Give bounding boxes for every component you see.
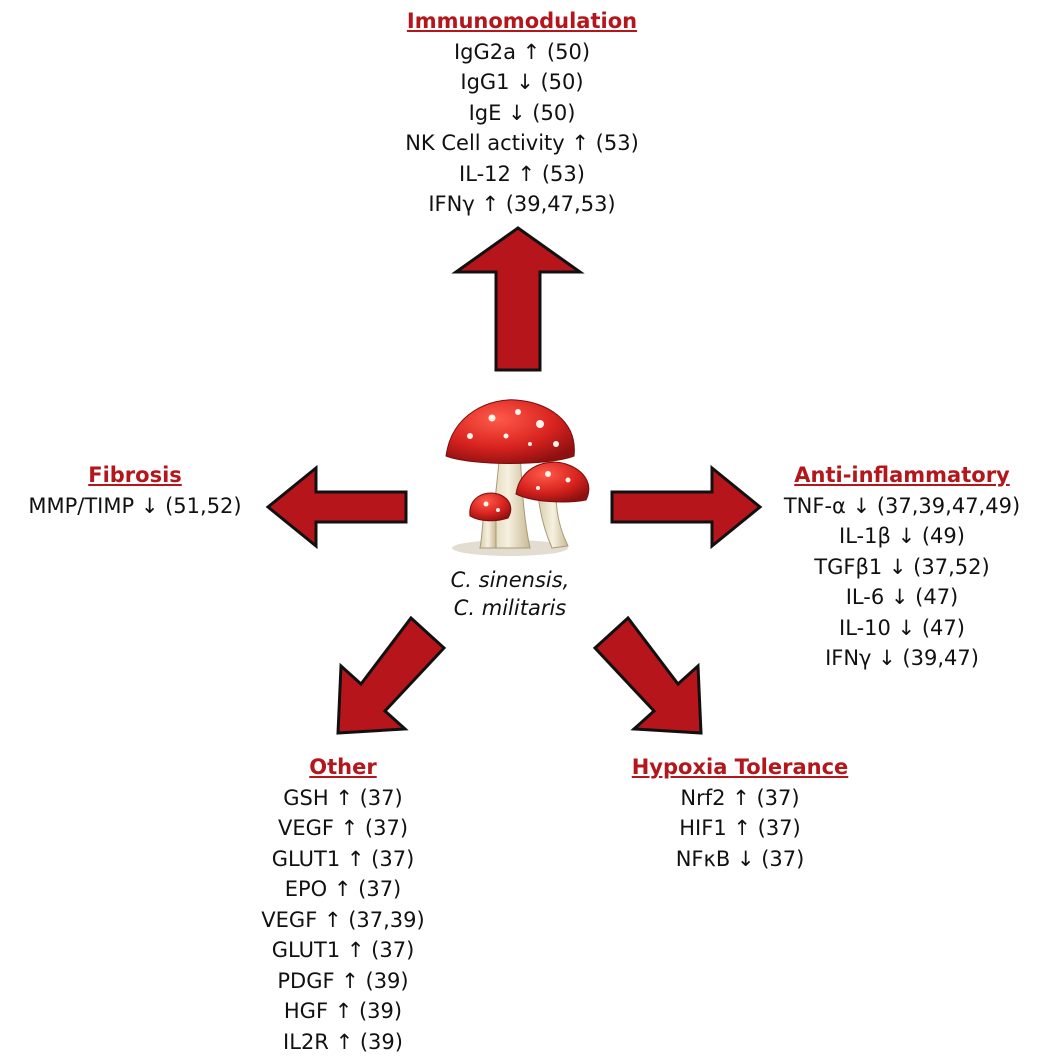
immunomodulation-item: IgG1 ↓ (50): [460, 70, 584, 94]
other-item: VEGF ↑ (37): [277, 816, 409, 840]
anti-inflammatory-item: IFNγ ↓ (39,47): [825, 646, 979, 670]
anti-inflammatory-item: IL-10 ↓ (47): [839, 615, 965, 640]
other-item: VEGF ↑ (37,39): [261, 907, 425, 932]
immunomodulation-item: IgE ↓ (50): [468, 100, 576, 125]
immunomodulation-item: IL-12 ↑ (53): [459, 161, 585, 186]
fibrosis-item: MMP/TIMP ↓ (51,52): [28, 493, 242, 518]
anti-inflammatory-item: TGFβ1 ↓ (37,52): [814, 554, 990, 579]
anti-inflammatory-item: IL-1β ↓ (49): [839, 524, 965, 548]
hypoxia-item: HIF1 ↑ (37): [679, 816, 801, 840]
other-item: GLUT1 ↑ (37): [271, 846, 415, 871]
other-item: GLUT1 ↑ (37): [271, 938, 415, 962]
other-item: PDGF ↑ (39): [277, 968, 409, 993]
other-title: Other: [309, 755, 377, 779]
arrow-left: [265, 464, 408, 550]
immunomodulation-title: Immunomodulation: [406, 9, 638, 33]
immunomodulation-block: Immunomodulation IgG2a ↑ (50) IgG1 ↓ (50…: [322, 6, 722, 220]
arrow-down-right: [592, 615, 703, 735]
arrow-down-left: [336, 615, 447, 735]
immunomodulation-item: IFNγ ↑ (39,47,53): [428, 192, 616, 216]
mushroom-illustration: [445, 399, 590, 556]
anti-inflammatory-title: Anti-inflammatory: [794, 463, 1010, 487]
arrow-right: [610, 464, 763, 550]
arrow-up: [451, 226, 585, 372]
other-item: EPO ↑ (37): [284, 877, 402, 901]
species-label-line-1: C. sinensis,: [450, 568, 570, 592]
immunomodulation-item: IgG2a ↑ (50): [453, 39, 591, 64]
other-item: GSH ↑ (37): [283, 785, 403, 810]
anti-inflammatory-block: Anti-inflammatory TNF-α ↓ (37,39,47,49) …: [762, 460, 1042, 674]
hypoxia-item: Nrf2 ↑ (37): [680, 785, 800, 810]
species-label-line-2: C. militaris: [453, 596, 567, 620]
other-block: Other GSH ↑ (37) VEGF ↑ (37) GLUT1 ↑ (37…: [228, 752, 458, 1057]
immunomodulation-item: NK Cell activity ↑ (53): [405, 131, 639, 155]
anti-inflammatory-item: IL-6 ↓ (47): [845, 585, 959, 609]
other-item: IL2R ↑ (39): [283, 1029, 403, 1054]
species-label: C. sinensis, C. militaris: [420, 566, 600, 622]
hypoxia-block: Hypoxia Tolerance Nrf2 ↑ (37) HIF1 ↑ (37…: [600, 752, 880, 874]
fibrosis-block: Fibrosis MMP/TIMP ↓ (51,52): [2, 460, 268, 521]
other-item: HGF ↑ (39): [283, 999, 403, 1023]
anti-inflammatory-item: TNF-α ↓ (37,39,47,49): [783, 493, 1021, 518]
fibrosis-title: Fibrosis: [88, 463, 182, 487]
hypoxia-title: Hypoxia Tolerance: [631, 755, 849, 779]
hypoxia-item: NFκB ↓ (37): [675, 846, 805, 871]
